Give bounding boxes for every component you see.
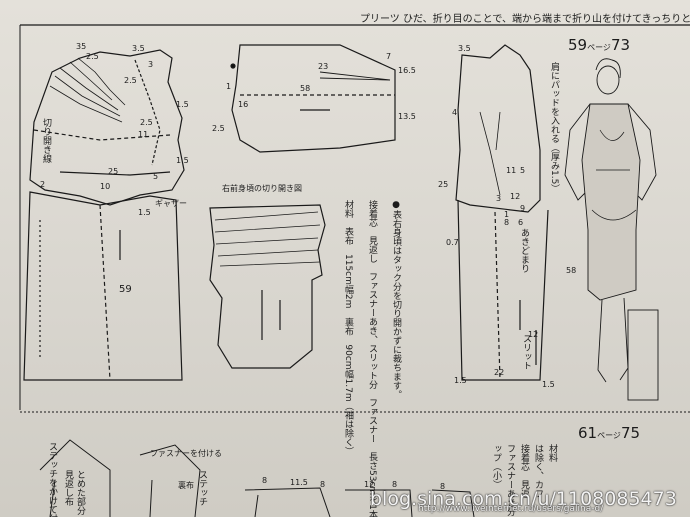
dim-label: 8 xyxy=(262,476,268,485)
dim-label: 8 xyxy=(504,218,510,227)
section-label-59: 59ページ73 xyxy=(568,36,630,54)
shoulder-pad-note: 肩にパッドを入れる（厚み1.5） xyxy=(549,62,559,194)
dim-label: 25 xyxy=(108,167,119,176)
dim-label: 16.5 xyxy=(398,66,416,75)
bottom-label: ステッチ xyxy=(197,470,207,506)
bottom-label: ファスナーを付ける xyxy=(150,449,222,458)
dim-label: 2.5 xyxy=(124,76,137,85)
dim-label: 5 xyxy=(520,166,526,175)
dim-label: 1.5 xyxy=(542,380,555,389)
header-caption: プリーツ ひだ、折り目のことで、端から端まで折り山を付けてきっちりとたたまれたも… xyxy=(360,14,690,25)
dim-label: 0.7 xyxy=(446,238,459,247)
left-bodice-outline xyxy=(29,49,185,206)
right-bodice-outline xyxy=(455,44,549,381)
dim-label: 3.5 xyxy=(132,44,145,53)
dim-label: 2.5 xyxy=(140,118,153,127)
materials-line: ●表右身頃はタック分を切り開かずに裁ちます。 xyxy=(391,200,401,399)
watermark-blog: blog.sina.com.cn/u/1108085473 xyxy=(370,488,677,510)
gather-label: ギャザー xyxy=(155,199,187,208)
bottom-label: とめた部分 xyxy=(75,470,85,515)
dim-label: 35 xyxy=(76,42,87,51)
fashion-figure-illustration xyxy=(564,58,659,401)
cut-open-diagram xyxy=(209,204,326,369)
dim-label: 13.5 xyxy=(398,112,416,121)
dim-label: 4 xyxy=(452,108,458,117)
dim-label: 1.5 xyxy=(176,156,189,165)
section-label-61: 61ページ75 xyxy=(578,424,640,442)
dim-label: 2.5 xyxy=(86,52,99,61)
dim-label: 1.5 xyxy=(176,100,189,109)
dim-label: 1 xyxy=(226,82,232,91)
dim-label: 8 xyxy=(392,480,398,489)
section-page-number: 73 xyxy=(610,36,631,54)
bottom-materials-line: ファスナーあき分 xyxy=(505,444,515,516)
dim-label: 11 xyxy=(138,130,149,139)
dim-label: 6 xyxy=(518,218,524,227)
section-page-word: ページ xyxy=(597,431,621,440)
bottom-materials-line: ップ（小） xyxy=(491,444,501,489)
section-number: 61 xyxy=(578,424,598,442)
dim-label: 58 xyxy=(300,84,311,93)
cut-line-label: 切り開き線 xyxy=(41,118,51,163)
dim-label: 5 xyxy=(153,172,159,181)
bottom-label: 見返し布 xyxy=(63,470,73,506)
materials-line: 接着芯 見返し ファスナーあき、スリット分 ファスナー 長さ53cmを1本 かぎ… xyxy=(367,200,377,517)
dim-label: 25 xyxy=(438,180,449,189)
dim-label: 16 xyxy=(238,100,249,109)
bottom-materials-line: 接着芯 見返 xyxy=(519,444,529,498)
opening-stop-label: あきどまり xyxy=(519,228,529,273)
dim-label: 22 xyxy=(494,368,505,377)
dim-label: 2 xyxy=(40,180,46,189)
dim-label: 1.5 xyxy=(138,208,151,217)
watermark-liveinternet: http://www.liveinternet.ru/users/galina-… xyxy=(418,504,604,514)
bottom-sketches xyxy=(39,439,475,517)
dim-label: 12 xyxy=(510,192,521,201)
dim-label: 11 xyxy=(506,166,517,175)
dim-label: 23 xyxy=(318,62,329,71)
dim-label: 12 xyxy=(364,480,375,489)
dim-label: 2.5 xyxy=(212,124,225,133)
bottom-label: ステッチをかけて付ける xyxy=(47,442,57,517)
dim-label: 7 xyxy=(386,52,392,61)
bottom-label: 裏布 xyxy=(178,481,194,490)
section-page-number: 75 xyxy=(620,424,641,442)
dim-label: 10 xyxy=(100,182,111,191)
bottom-materials-line: 材料 xyxy=(547,444,557,462)
section-number: 59 xyxy=(568,36,588,54)
dim-label: 59 xyxy=(119,284,132,295)
dim-label: 12 xyxy=(528,330,539,339)
dim-label: 3.5 xyxy=(458,44,471,53)
slit-label: スリット xyxy=(521,334,531,370)
dim-label: 8 xyxy=(440,482,446,491)
dim-label: 58 xyxy=(566,266,577,275)
dim-label: 3 xyxy=(496,194,502,203)
cut-open-diagram-title: 右前身頃の切り開き図 xyxy=(222,184,302,193)
dim-label: 1 xyxy=(504,210,510,219)
dim-label: 1.5 xyxy=(454,376,467,385)
bottom-materials-line: は除く、カフ xyxy=(533,444,543,498)
dim-label: 3 xyxy=(148,60,154,69)
sleeve-outline xyxy=(230,44,396,153)
materials-line: 材料 表布 115cm幅2m 裏布 90cm幅1.7m（袖は除く） xyxy=(343,200,353,456)
dim-label: 8 xyxy=(320,480,326,489)
dim-label: 9 xyxy=(520,204,526,213)
section-page-word: ページ xyxy=(587,43,611,52)
dim-label: 11.5 xyxy=(290,478,308,487)
left-skirt-outline xyxy=(23,191,183,381)
